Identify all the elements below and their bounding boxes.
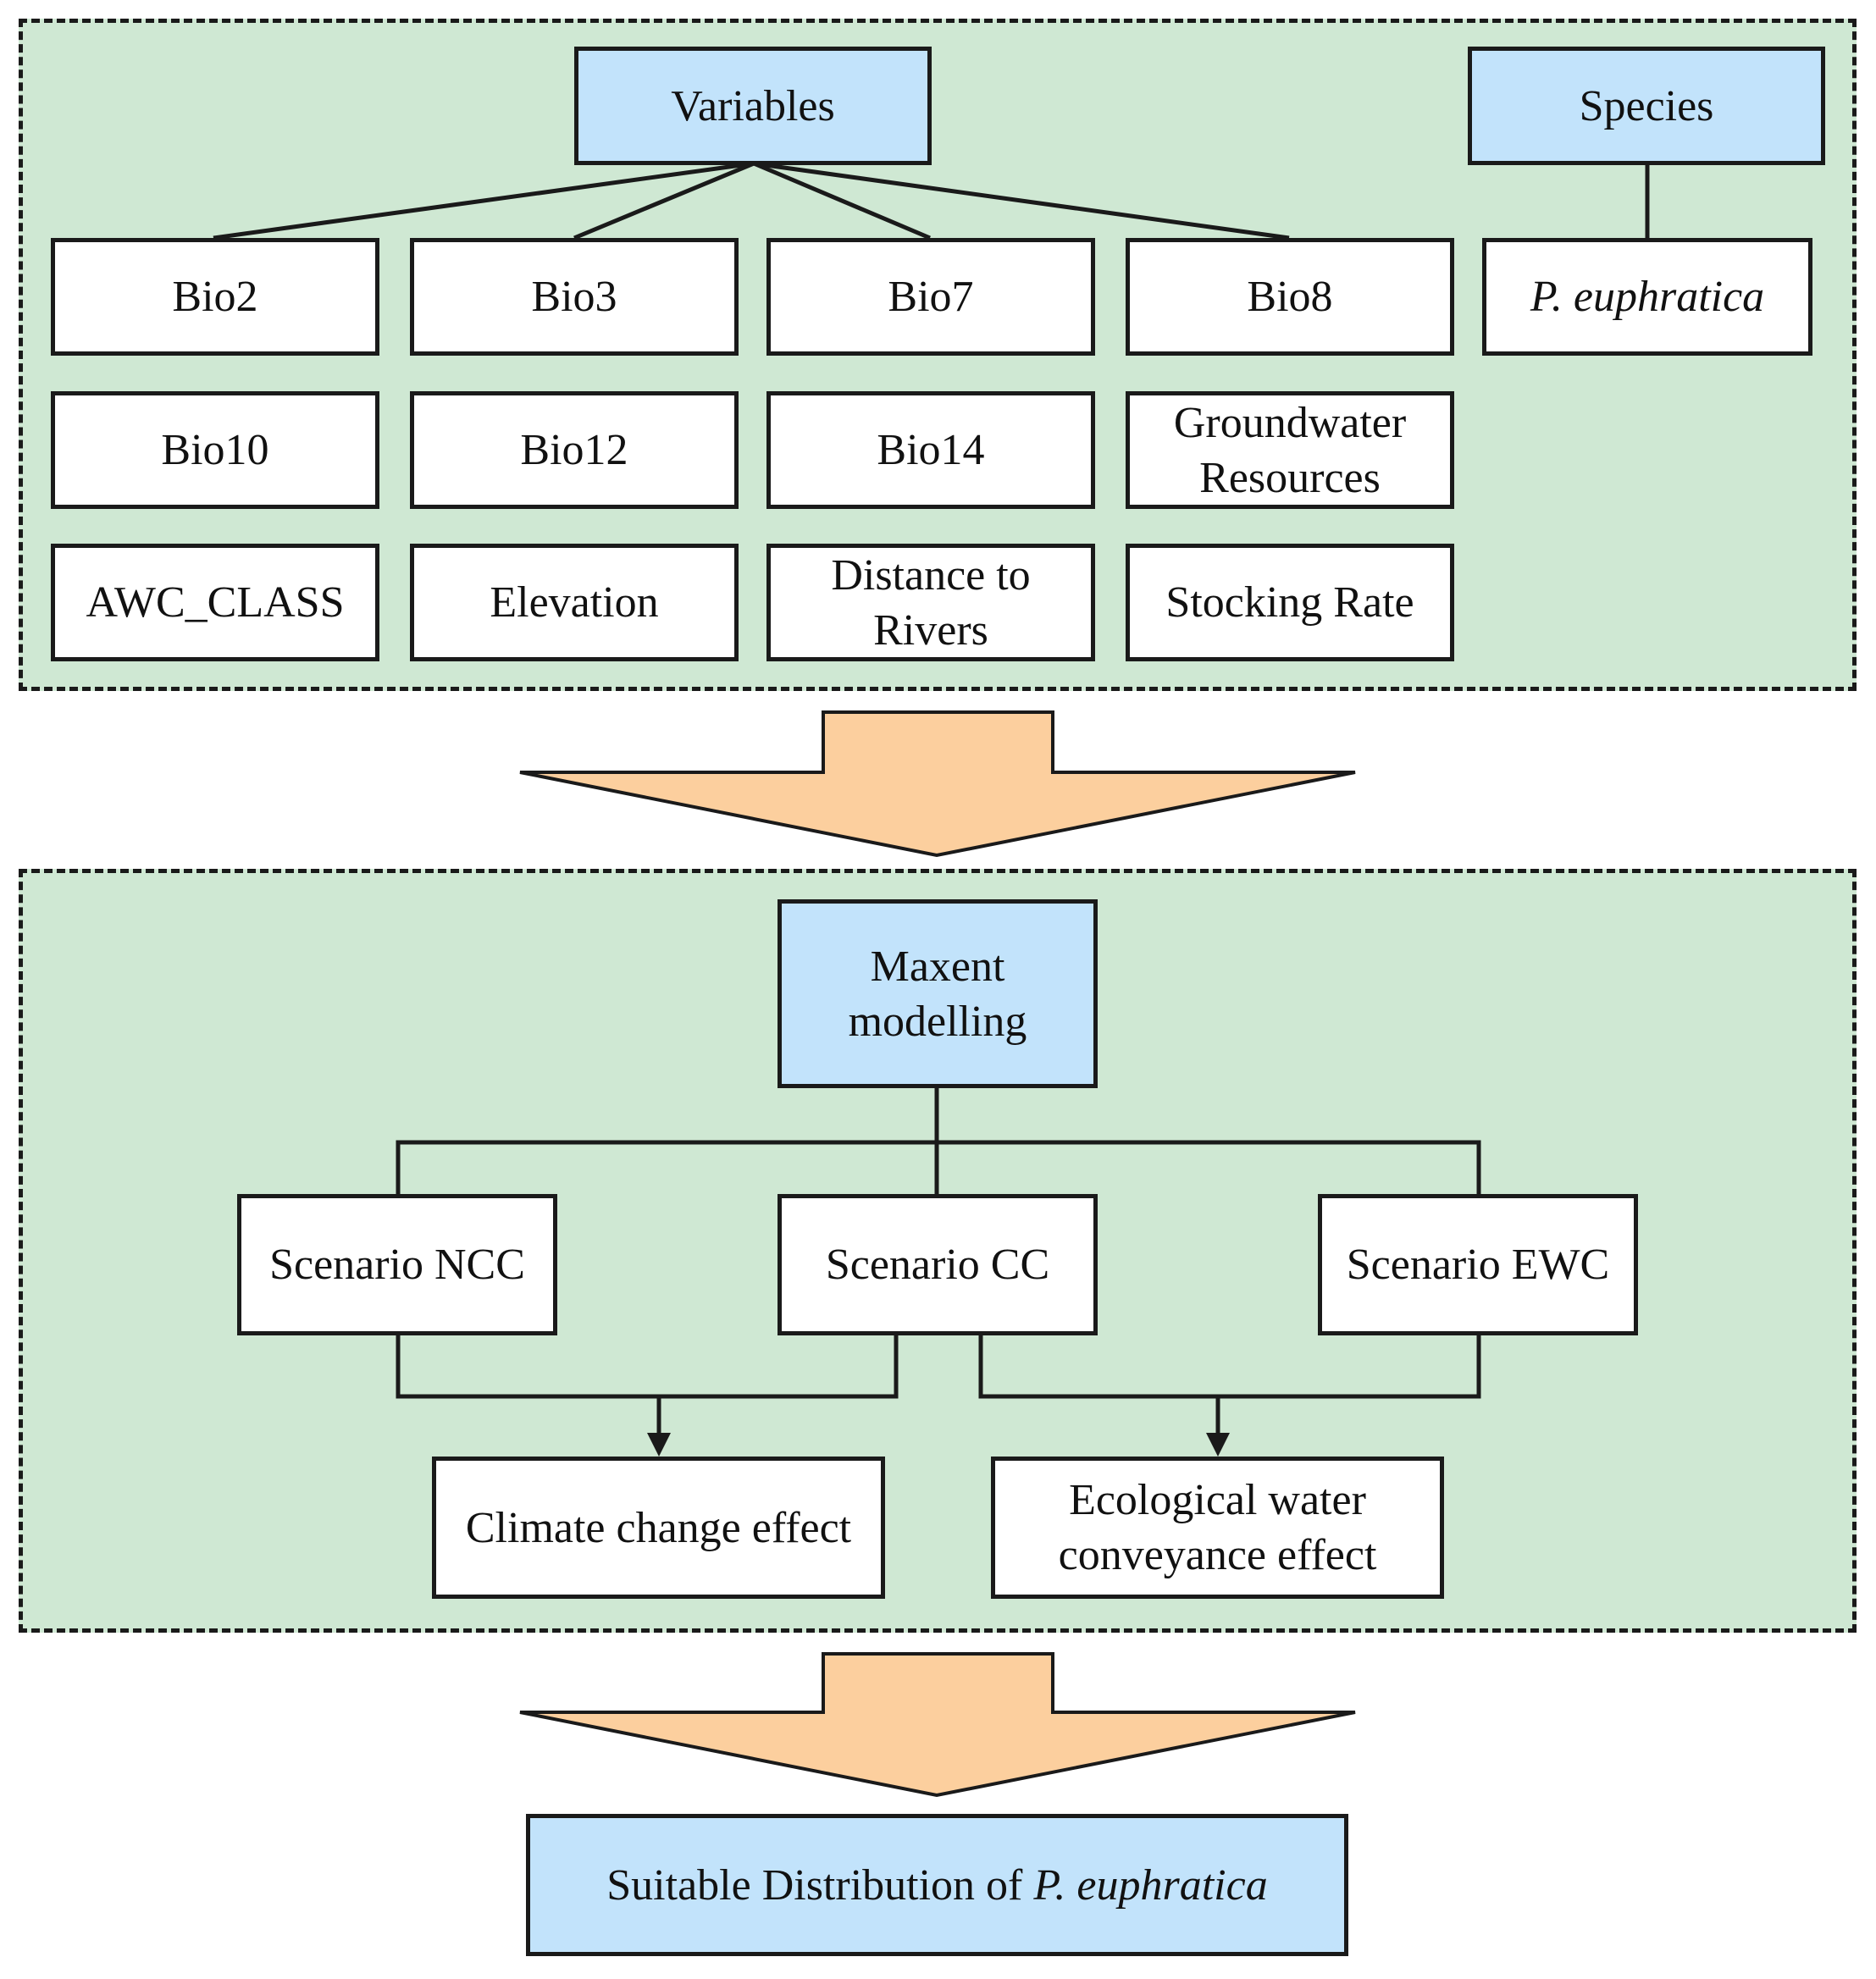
flow-arrow-2 — [519, 1652, 1356, 1798]
variable-box: Bio7 — [766, 238, 1095, 356]
scenario-label: Scenario CC — [825, 1241, 1050, 1289]
flow-arrow-1 — [519, 710, 1356, 858]
scenario-label: Scenario EWC — [1346, 1241, 1610, 1289]
variable-label: Bio10 — [161, 426, 269, 474]
scenario-label: Scenario NCC — [269, 1241, 525, 1289]
variable-box: Bio3 — [410, 238, 739, 356]
variable-box: Bio2 — [51, 238, 379, 356]
ewc-effect-box: Ecological water conveyance effect — [991, 1457, 1444, 1599]
maxent-box: Maxent modelling — [778, 899, 1098, 1088]
species-header: Species — [1468, 47, 1825, 165]
variable-label: Bio8 — [1247, 273, 1333, 321]
species-header-label: Species — [1579, 81, 1714, 130]
variables-header: Variables — [574, 47, 932, 165]
variable-label: Elevation — [490, 578, 659, 627]
scenario-box-ncc: Scenario NCC — [237, 1194, 557, 1335]
species-box: P. euphratica — [1482, 238, 1812, 356]
variables-header-label: Variables — [671, 81, 835, 130]
variable-label: Distance to Rivers — [831, 550, 1031, 655]
result-box: Suitable Distribution of P. euphratica — [526, 1814, 1348, 1956]
variable-box: Stocking Rate — [1126, 544, 1454, 661]
variable-label: Stocking Rate — [1165, 578, 1414, 627]
variable-box: Groundwater Resources — [1126, 391, 1454, 509]
variable-box: Bio12 — [410, 391, 739, 509]
variable-label: Bio7 — [888, 273, 974, 321]
result-species: P. euphratica — [1033, 1860, 1268, 1910]
variable-label: Bio2 — [172, 273, 258, 321]
result-prefix: Suitable Distribution of — [606, 1860, 1034, 1910]
variable-box: AWC_CLASS — [51, 544, 379, 661]
result-label: Suitable Distribution of P. euphratica — [606, 1858, 1267, 1913]
variable-box: Bio14 — [766, 391, 1095, 509]
scenario-box-cc: Scenario CC — [778, 1194, 1098, 1335]
climate-effect-box: Climate change effect — [432, 1457, 885, 1599]
variable-box: Elevation — [410, 544, 739, 661]
variable-box: Bio8 — [1126, 238, 1454, 356]
variable-box: Distance to Rivers — [766, 544, 1095, 661]
maxent-label: Maxent modelling — [848, 942, 1027, 1046]
variable-label: Bio3 — [531, 273, 617, 321]
variable-label: Bio12 — [520, 426, 628, 474]
variable-label: Bio14 — [877, 426, 985, 474]
effect-label: Ecological water conveyance effect — [1058, 1476, 1377, 1579]
effect-label: Climate change effect — [465, 1503, 852, 1552]
variable-box: Bio10 — [51, 391, 379, 509]
variable-label: Groundwater Resources — [1173, 398, 1407, 502]
species-name: P. euphratica — [1530, 273, 1765, 321]
scenario-box-ewc: Scenario EWC — [1318, 1194, 1638, 1335]
variable-label: AWC_CLASS — [86, 578, 345, 627]
